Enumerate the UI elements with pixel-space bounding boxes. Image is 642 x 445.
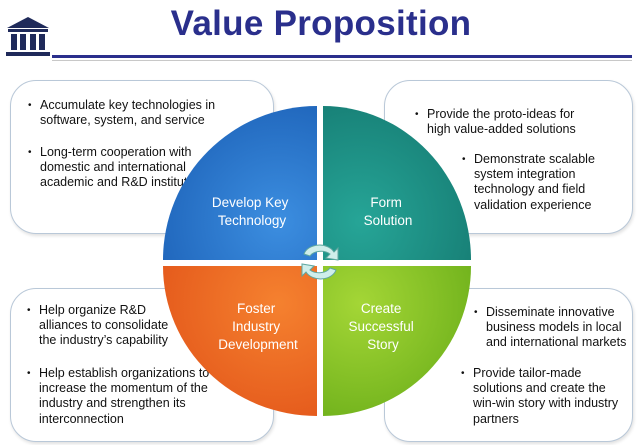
title-divider [52,55,632,58]
quadrant-bottom-left [163,266,317,416]
label-bl-line3: Development [218,337,298,352]
label-form-solution: Form Solution [364,195,413,228]
label-develop-key-technology: Develop Key Technology [212,195,292,228]
quadrant-top-right [323,106,471,260]
quadrant-top-left [163,106,317,260]
label-create-successful-story: Create Successful Story [348,301,417,352]
label-tr-line2: Solution [364,213,413,228]
label-br-line3: Story [367,337,399,352]
label-tl-line2: Technology [218,213,287,228]
bullet-bottom-right-2: Provide tailor-made solutions and create… [461,366,627,427]
label-bl-line2: Industry [232,319,280,334]
cycle-arrows-icon [301,244,339,280]
bullet-bottom-right-1: Disseminate innovative business models i… [474,305,632,351]
bullet-top-left-2: Long-term cooperation with domestic and … [28,145,204,191]
bullet-top-right-1: Provide the proto-ideas for high value-a… [415,107,595,137]
label-br-line1: Create [361,301,402,316]
label-tl-line1: Develop Key [212,195,289,210]
label-foster-industry-development: Foster Industry Development [218,301,298,352]
label-tr-line1: Form [370,195,402,210]
building-columns-icon [6,17,50,56]
label-br-line2: Successful [348,319,413,334]
bullet-bottom-left-1: Help organize R&D alliances to consolida… [27,303,187,349]
quadrant-bottom-right [323,266,471,416]
bullet-top-right-2: Demonstrate scalable system integration … [462,152,608,213]
label-bl-line1: Foster [237,301,276,316]
bullet-top-left-1: Accumulate key technologies in software,… [28,98,228,128]
title-divider-shadow [52,60,632,61]
page-title: Value Proposition [170,4,472,43]
bullet-bottom-left-2: Help establish organizations to increase… [27,366,217,427]
